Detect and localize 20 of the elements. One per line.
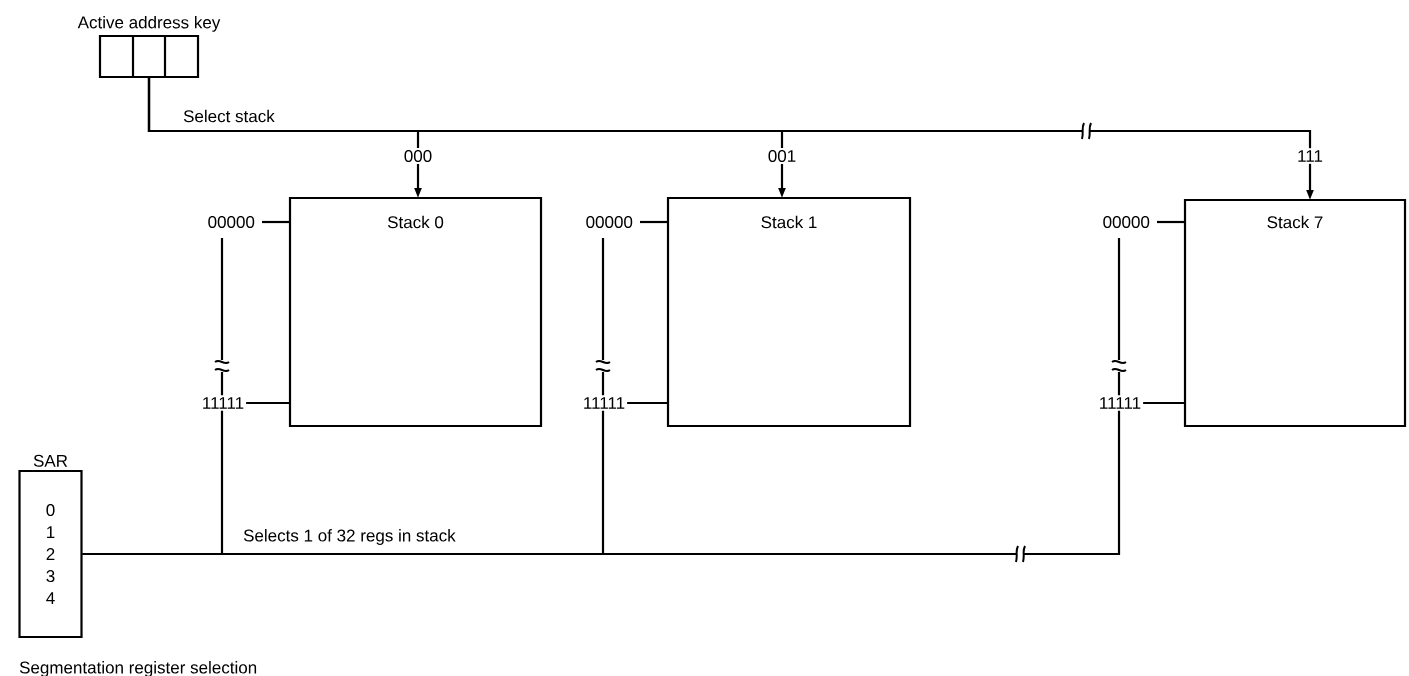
address-label: 11111 — [580, 395, 628, 411]
edge-label: 111 — [1295, 148, 1325, 164]
register-box: 0 1 2 3 4 SAR — [18, 454, 83, 639]
address-label: 00000 — [583, 214, 635, 230]
connector — [82, 401, 1185, 556]
node-label: SAR — [33, 454, 68, 467]
address-label: 11111 — [199, 395, 247, 411]
address-label: 00000 — [1100, 214, 1152, 230]
register-box: Active address key — [77, 15, 221, 79]
stack-box: Stack 1 — [666, 196, 912, 428]
stack-box: Stack 0 — [288, 196, 543, 428]
edge-label: 001 — [765, 148, 799, 165]
stack-box: Stack 7 — [1183, 198, 1407, 428]
line-label: Select stack — [183, 109, 275, 123]
address-label: 11111 — [1096, 395, 1144, 411]
edge-label: 000 — [401, 148, 435, 165]
line-label: Selects 1 of 32 regs in stack — [243, 529, 456, 545]
address-label: 00000 — [205, 214, 257, 230]
caption: Segmentation register selection — [19, 661, 257, 676]
node-label: Active address key — [77, 15, 221, 32]
